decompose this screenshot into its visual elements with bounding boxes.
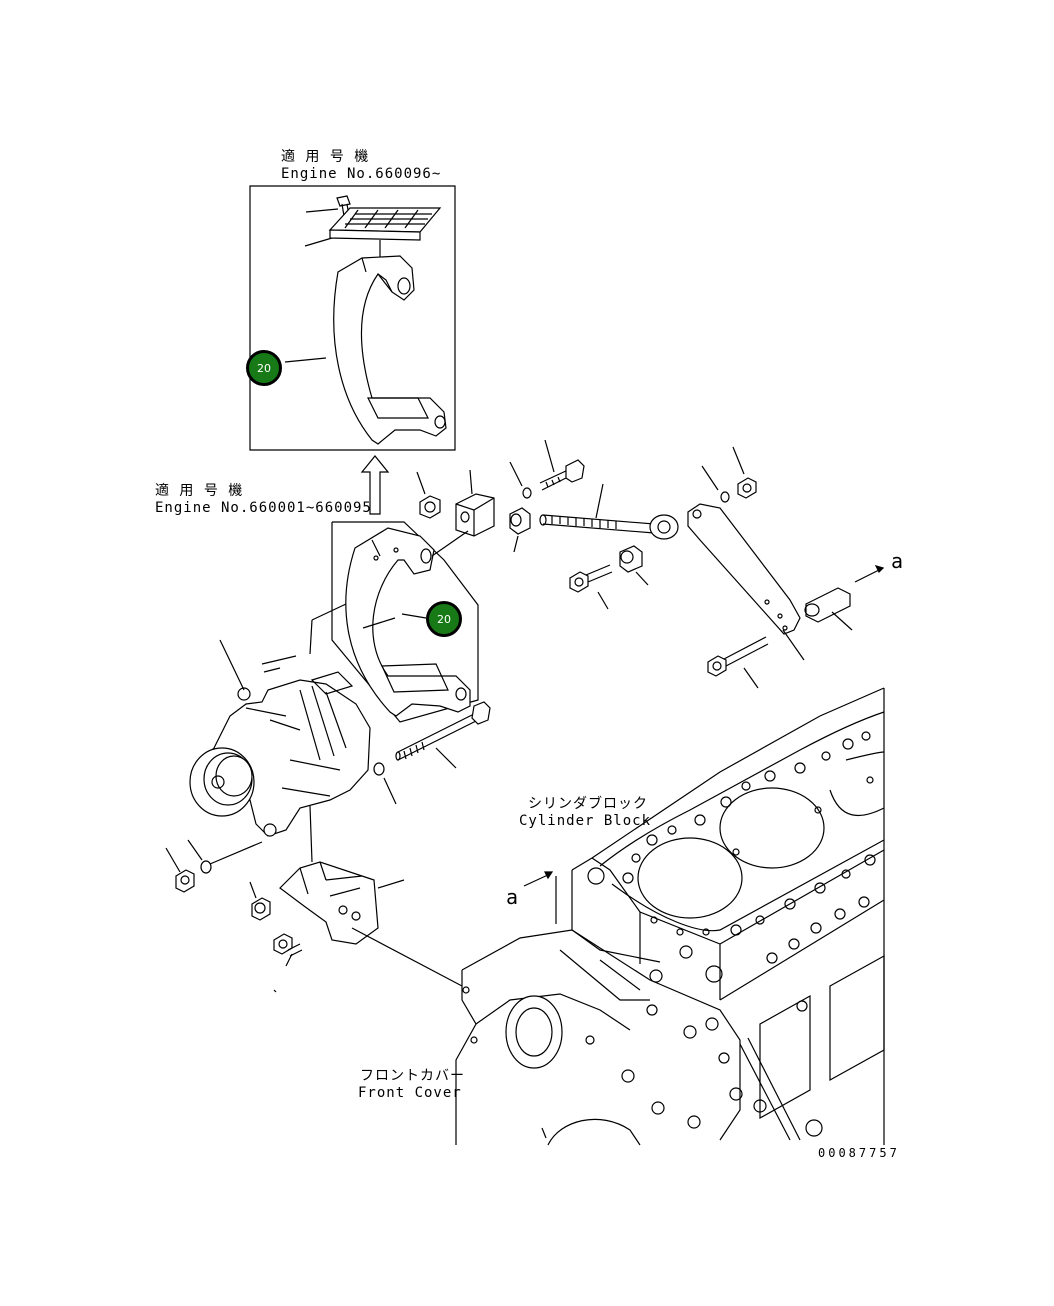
spacer-block <box>432 470 494 556</box>
washer-3 <box>374 763 396 804</box>
bolt-2 <box>570 565 612 609</box>
callout-badge-20-top[interactable]: 20 <box>246 350 282 386</box>
callout-number: 20 <box>437 612 451 626</box>
front-cover-label-jp: フロントカバー <box>360 1068 465 1084</box>
applicable-label-mid: 適 用 号 機 <box>155 483 244 499</box>
view-ref-left: a <box>506 885 520 909</box>
cylinder-block-label-jp: シリンダブロック <box>528 796 648 812</box>
inset-plate <box>305 208 440 258</box>
inset-bolt <box>306 196 350 216</box>
leader-20-top <box>285 358 326 362</box>
cylinder-block <box>572 688 884 1145</box>
callout-badge-20-mid[interactable]: 20 <box>426 601 462 637</box>
bolt-3 <box>708 637 768 688</box>
front-cover-label-en: Front Cover <box>358 1085 462 1101</box>
leader-20-mid <box>402 614 426 618</box>
nut-2 <box>733 447 756 498</box>
washer-1 <box>510 462 531 498</box>
bolt-4 <box>274 934 302 992</box>
cylinder-bore-2 <box>720 788 824 868</box>
collar-1 <box>510 508 530 552</box>
front-cover <box>456 930 740 1145</box>
inset-box-later-engines <box>250 186 455 450</box>
washer-2 <box>702 466 729 502</box>
lower-bracket <box>280 806 462 986</box>
nut-3 <box>166 848 194 892</box>
engine-range-mid: Engine No.660001~660095 <box>155 500 372 516</box>
applicable-label-top: 適 用 号 機 <box>281 149 370 165</box>
drawing-number: 00087757 <box>818 1146 900 1160</box>
inset-bracket <box>334 256 446 444</box>
washer-4 <box>188 840 262 873</box>
through-bolt <box>396 702 490 768</box>
alternator <box>190 604 370 836</box>
bolt-1 <box>540 440 584 490</box>
engine-range-top: Engine No.660096~ <box>281 166 442 182</box>
mid-bracket-group <box>332 522 478 722</box>
nut-1 <box>417 472 440 518</box>
arrow-up <box>362 456 388 514</box>
view-arrow-lower <box>524 872 556 924</box>
collar-2 <box>620 546 648 585</box>
sleeve <box>805 566 883 630</box>
adjust-rod <box>540 484 678 539</box>
view-ref-right: a <box>891 549 905 573</box>
cylinder-block-label-en: Cylinder Block <box>519 813 652 829</box>
stay-plate <box>688 504 804 660</box>
collar-3 <box>250 882 270 920</box>
callout-number: 20 <box>257 361 271 375</box>
cylinder-bore-1 <box>638 838 742 918</box>
